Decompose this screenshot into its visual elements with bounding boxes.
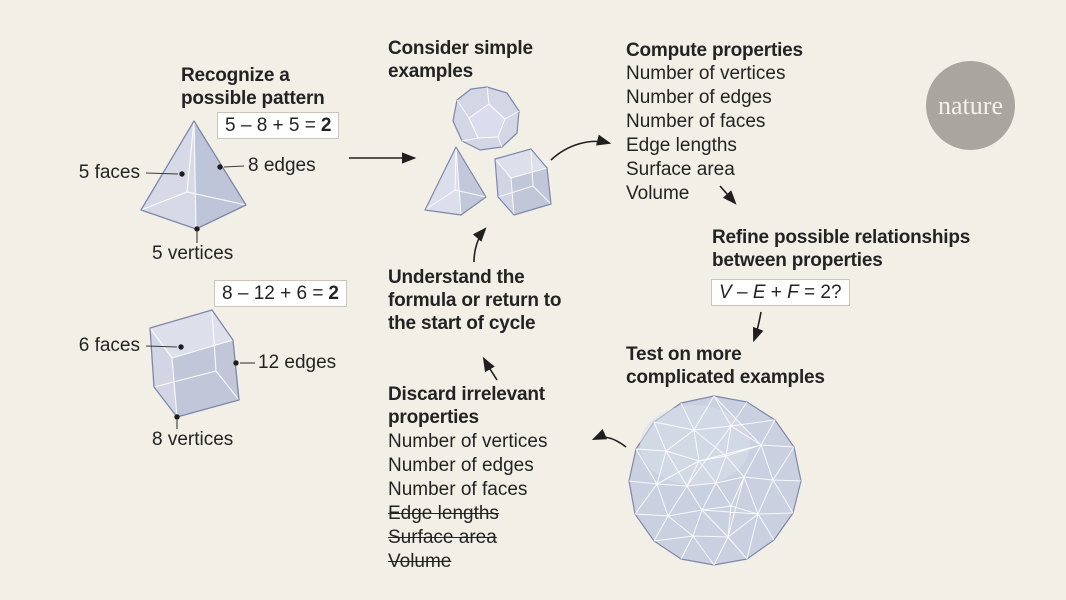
list-item: Number of edges xyxy=(388,455,534,476)
arrow-understand-to-examples xyxy=(472,227,487,263)
title-line: Discard irrelevant xyxy=(388,384,545,405)
list-item: Number of vertices xyxy=(388,431,548,452)
cube-equation-box: 8 – 12 + 6 =2 xyxy=(214,280,347,307)
nature-logo: nature xyxy=(926,61,1015,150)
list-item-struck: Edge lengths xyxy=(388,503,499,524)
equation-result: 2 xyxy=(328,283,339,304)
cube-faces-label: 6 faces xyxy=(78,335,140,356)
list-item-struck: Surface area xyxy=(388,527,497,548)
consider-step-title: Consider simple examples xyxy=(388,37,533,83)
pyramid-edges-label: 8 edges xyxy=(248,155,316,176)
title-line: Test on more xyxy=(626,344,742,365)
title-line: Consider simple xyxy=(388,38,533,59)
list-item: Number of faces xyxy=(388,479,528,500)
title-line: between properties xyxy=(712,250,883,271)
title-line: examples xyxy=(388,61,474,82)
title-line: possible pattern xyxy=(181,88,325,109)
list-item: Number of vertices xyxy=(626,63,786,84)
formula-operator: + xyxy=(765,282,788,303)
title-line: Refine possible relationships xyxy=(712,227,971,248)
small-pyramid-illustration xyxy=(424,146,487,216)
compute-properties-list: Number of vertices Number of edges Numbe… xyxy=(626,62,785,206)
geodesic-sphere-illustration xyxy=(628,395,802,566)
formula-variable: F xyxy=(787,282,799,303)
formula-operator: – xyxy=(731,282,753,303)
arrow-discard-to-understand xyxy=(482,356,498,381)
test-step-title: Test on more complicated examples xyxy=(626,343,825,389)
compute-step-title: Compute properties xyxy=(626,40,803,61)
refine-step-title: Refine possible relationships between pr… xyxy=(712,226,1032,272)
pyramid-illustration xyxy=(140,120,247,230)
equation-expression: 5 – 8 + 5 = xyxy=(225,115,316,136)
discard-properties-list: Number of vertices Number of edges Numbe… xyxy=(388,430,547,574)
list-item-struck: Volume xyxy=(388,551,452,572)
discard-step-title: Discard irrelevant properties xyxy=(388,383,545,429)
euler-formula-box: V – E + F = 2? xyxy=(711,279,850,306)
callout-lines xyxy=(145,164,255,429)
pyramid-equation-box: 5 – 8 + 5 =2 xyxy=(217,112,340,139)
title-line: Recognize a xyxy=(181,65,290,86)
simple-examples-illustration xyxy=(424,86,552,216)
list-item: Number of faces xyxy=(626,111,766,132)
understand-step-title: Understand the formula or return to the … xyxy=(388,266,562,335)
pyramid-vertices-label: 5 vertices xyxy=(152,243,234,264)
list-item: Volume xyxy=(626,183,690,204)
small-cube-illustration xyxy=(494,148,552,216)
dodecahedron-illustration xyxy=(452,86,520,151)
cycle-arrows xyxy=(349,134,764,448)
list-item: Number of edges xyxy=(626,87,772,108)
formula-result: = 2? xyxy=(798,282,842,303)
list-item: Surface area xyxy=(626,159,735,180)
title-line: complicated examples xyxy=(626,367,825,388)
equation-result: 2 xyxy=(320,115,332,136)
arrow-test-to-discard xyxy=(591,429,627,448)
title-line: properties xyxy=(388,407,479,428)
equation-expression: 8 – 12 + 6 = xyxy=(222,283,324,304)
arrow-examples-to-compute xyxy=(550,134,612,161)
title-line: Understand the xyxy=(388,267,525,288)
title-line: formula or return to xyxy=(388,290,562,311)
list-item: Edge lengths xyxy=(626,135,737,156)
arrow-compute-to-refine xyxy=(719,185,737,205)
nature-logo-label: nature xyxy=(938,90,1003,120)
cube-illustration xyxy=(149,309,240,418)
formula-variable: V xyxy=(719,282,732,303)
formula-variable: E xyxy=(752,282,766,303)
callout-dots xyxy=(174,164,239,420)
cube-vertices-label: 8 vertices xyxy=(152,429,234,450)
recognize-step-title: Recognize a possible pattern xyxy=(181,64,325,110)
cube-edges-label: 12 edges xyxy=(258,352,337,373)
pyramid-faces-label: 5 faces xyxy=(78,162,140,183)
arrow-refine-to-test xyxy=(752,311,764,343)
title-line: the start of cycle xyxy=(388,313,536,334)
